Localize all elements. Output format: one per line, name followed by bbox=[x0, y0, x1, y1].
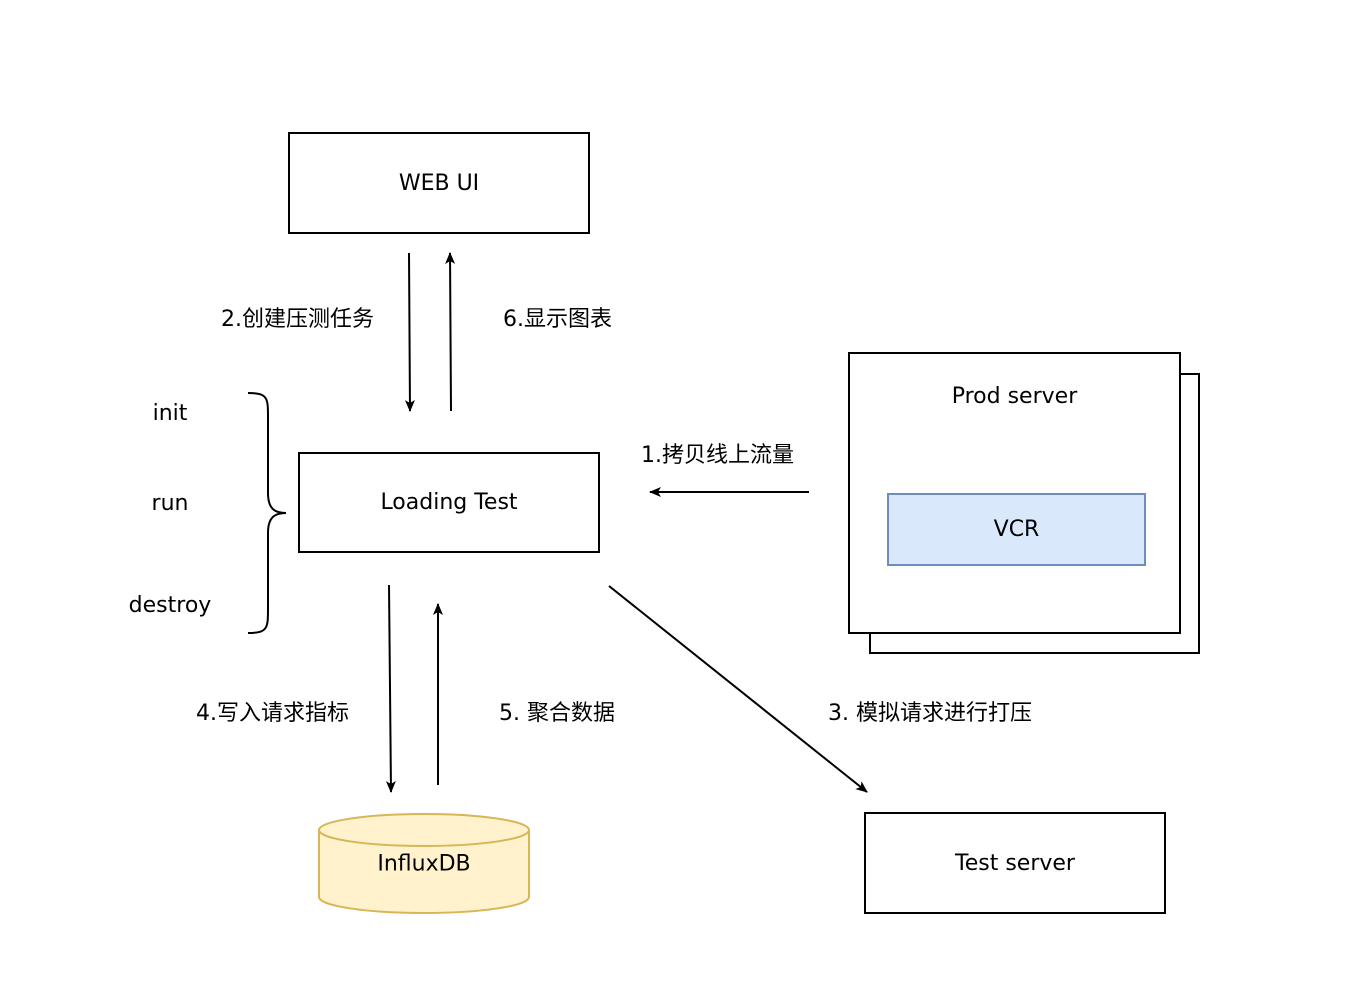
test-server-box: Test server bbox=[864, 812, 1166, 914]
web-ui-label: WEB UI bbox=[398, 170, 480, 196]
edge-label-aggregate-data: 5. 聚合数据 bbox=[499, 701, 615, 726]
lifecycle-brace bbox=[247, 392, 287, 634]
arrow-create-task bbox=[404, 252, 415, 412]
influxdb-label: InfluxDB bbox=[377, 851, 471, 877]
edge-label-create-task: 2.创建压测任务 bbox=[221, 307, 374, 332]
web-ui-box: WEB UI bbox=[288, 132, 590, 234]
arrow-write-metrics bbox=[385, 584, 396, 793]
edge-label-show-charts: 6.显示图表 bbox=[503, 307, 612, 332]
arrow-simulate-requests bbox=[608, 585, 868, 793]
lifecycle-destroy-label: destroy bbox=[128, 593, 212, 618]
arrow-show-charts bbox=[445, 252, 456, 412]
vcr-label: VCR bbox=[993, 517, 1040, 542]
loading-test-label: Loading Test bbox=[380, 490, 518, 515]
prod-server-box: Prod server VCR bbox=[848, 352, 1181, 634]
lifecycle-init-label: init bbox=[152, 401, 188, 426]
loading-test-box: Loading Test bbox=[298, 452, 600, 553]
lifecycle-run-label: run bbox=[151, 491, 189, 516]
vcr-box: VCR bbox=[887, 493, 1146, 566]
test-server-label: Test server bbox=[955, 850, 1075, 876]
edge-label-write-metrics: 4.写入请求指标 bbox=[196, 701, 349, 726]
edge-label-copy-traffic: 1.拷贝线上流量 bbox=[641, 443, 794, 468]
edge-label-simulate-requests: 3. 模拟请求进行打压 bbox=[828, 701, 1032, 726]
influxdb-cylinder bbox=[318, 813, 530, 914]
prod-server-label: Prod server bbox=[951, 384, 1078, 409]
